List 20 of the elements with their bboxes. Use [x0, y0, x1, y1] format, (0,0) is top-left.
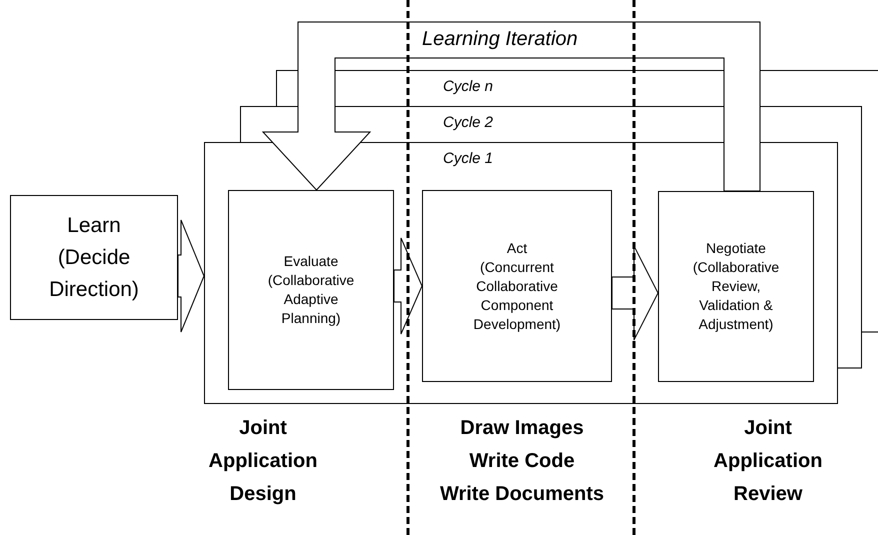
- phase-heading: Write Code: [468, 449, 576, 474]
- process-label: Learn (Decide Direction): [48, 212, 140, 302]
- process-box: [422, 190, 612, 382]
- phase-heading: Draw Images: [459, 416, 585, 441]
- block-arrow: [178, 220, 205, 332]
- cycle-label: Cycle n: [443, 79, 494, 94]
- process-box: [10, 195, 178, 320]
- block-arrow: [612, 246, 659, 340]
- phase-heading: Joint Application Review: [712, 416, 824, 507]
- process-box: [228, 190, 394, 390]
- process-label: Act (Concurrent Collaborative Component Development): [472, 238, 562, 334]
- cycle-label: Cycle 2: [443, 115, 494, 130]
- cycle-frame: [204, 142, 838, 404]
- phase-heading: Joint Application Design: [208, 416, 318, 507]
- process-box: [658, 191, 814, 382]
- process-label: Evaluate (Collaborative Adaptive Planning): [266, 252, 356, 328]
- cycle-label: Cycle 1: [443, 151, 494, 166]
- block-arrow: [394, 238, 423, 334]
- process-label: Negotiate (Collaborative Review, Validation & Adjustment): [692, 239, 780, 334]
- phase-heading: Write Documents: [438, 482, 606, 507]
